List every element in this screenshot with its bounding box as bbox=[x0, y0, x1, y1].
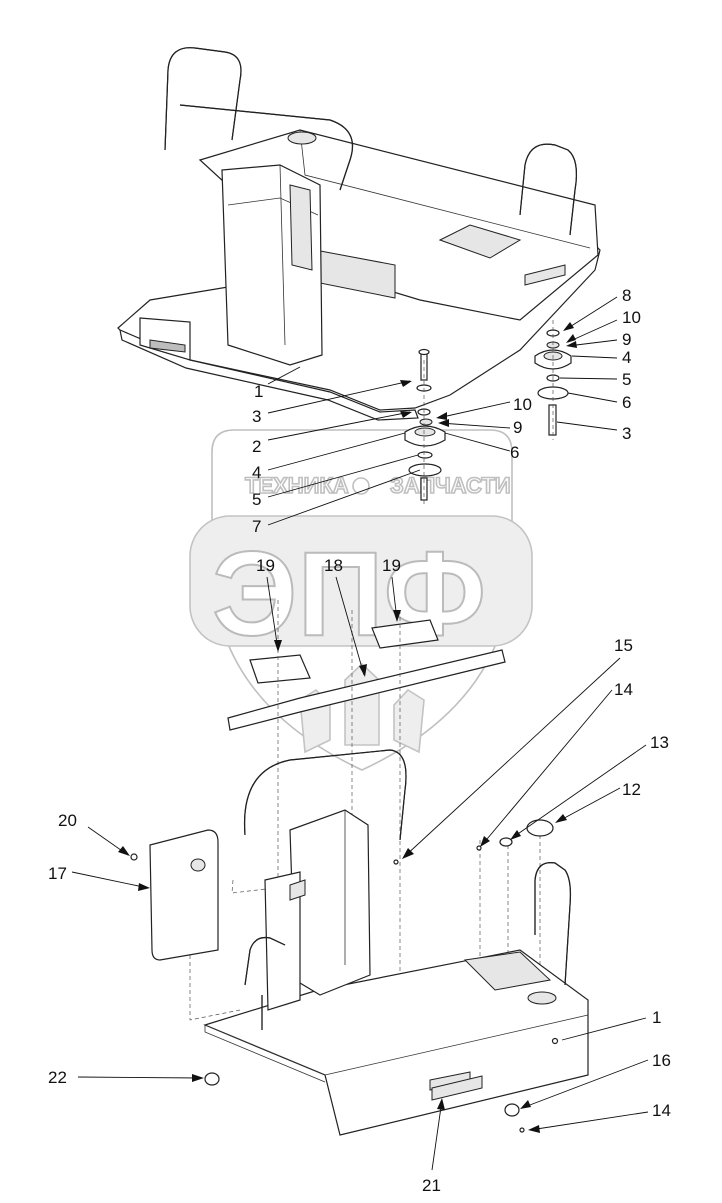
plug-22 bbox=[204, 1072, 220, 1086]
callout-9-left: 9 bbox=[513, 418, 522, 437]
callout-10-right: 10 bbox=[622, 308, 641, 327]
callout-3-left: 3 bbox=[252, 407, 261, 426]
callout-4-left: 4 bbox=[252, 463, 261, 482]
callout-7: 7 bbox=[252, 517, 261, 536]
cap-12 bbox=[526, 819, 554, 837]
lower-frame-assembly bbox=[203, 749, 589, 1136]
hardware-stack-right bbox=[534, 320, 572, 440]
callout-8: 8 bbox=[622, 286, 631, 305]
watermark-text-left: ТЕХНИКА bbox=[245, 473, 349, 498]
callout-2: 2 bbox=[252, 437, 261, 456]
callout-4-right: 4 bbox=[622, 348, 631, 367]
callout-1-bottom: 1 bbox=[652, 1008, 661, 1027]
callout-9-right: 9 bbox=[622, 330, 631, 349]
pin-14-bottom bbox=[519, 1127, 525, 1133]
hardware-stack-left bbox=[404, 348, 446, 505]
gear-icon bbox=[352, 477, 370, 495]
callout-20: 20 bbox=[58, 811, 77, 830]
rivet-20 bbox=[130, 853, 138, 861]
watermark-text-right: ЗАПЧАСТИ bbox=[390, 473, 511, 498]
callout-21: 21 bbox=[422, 1176, 441, 1195]
cover-plate bbox=[149, 829, 219, 961]
upper-frame-assembly bbox=[117, 47, 601, 421]
callout-14-top: 14 bbox=[614, 680, 633, 699]
callout-17: 17 bbox=[48, 864, 67, 883]
callout-5-left: 5 bbox=[252, 490, 261, 509]
callout-6-left: 6 bbox=[510, 443, 519, 462]
callout-13: 13 bbox=[650, 733, 669, 752]
watermark: ТЕХНИКА ЗАПЧАСТИ ЭПФ bbox=[189, 429, 533, 771]
watermark-logo-text: ЭПФ bbox=[212, 527, 486, 661]
callout-12: 12 bbox=[622, 780, 641, 799]
callout-10-left: 10 bbox=[513, 395, 532, 414]
callout-6-right: 6 bbox=[622, 393, 631, 412]
callout-19-right: 19 bbox=[382, 556, 401, 575]
callout-leaders bbox=[71, 296, 649, 1171]
callout-3-right: 3 bbox=[622, 424, 631, 443]
rivet-15 bbox=[393, 859, 399, 865]
callout-labels: 1 2 3 3 4 4 5 5 6 6 7 8 9 9 10 10 12 13 … bbox=[48, 286, 671, 1195]
callout-16: 16 bbox=[652, 1051, 671, 1070]
callout-18: 18 bbox=[324, 556, 343, 575]
callout-1-top: 1 bbox=[254, 382, 263, 401]
callout-22: 22 bbox=[48, 1068, 67, 1087]
callout-5-right: 5 bbox=[622, 370, 631, 389]
callout-14-bottom: 14 bbox=[652, 1101, 671, 1120]
grommet-13 bbox=[499, 837, 513, 847]
callout-15: 15 bbox=[614, 636, 633, 655]
callout-19-left: 19 bbox=[256, 556, 275, 575]
plug-16 bbox=[504, 1103, 520, 1117]
